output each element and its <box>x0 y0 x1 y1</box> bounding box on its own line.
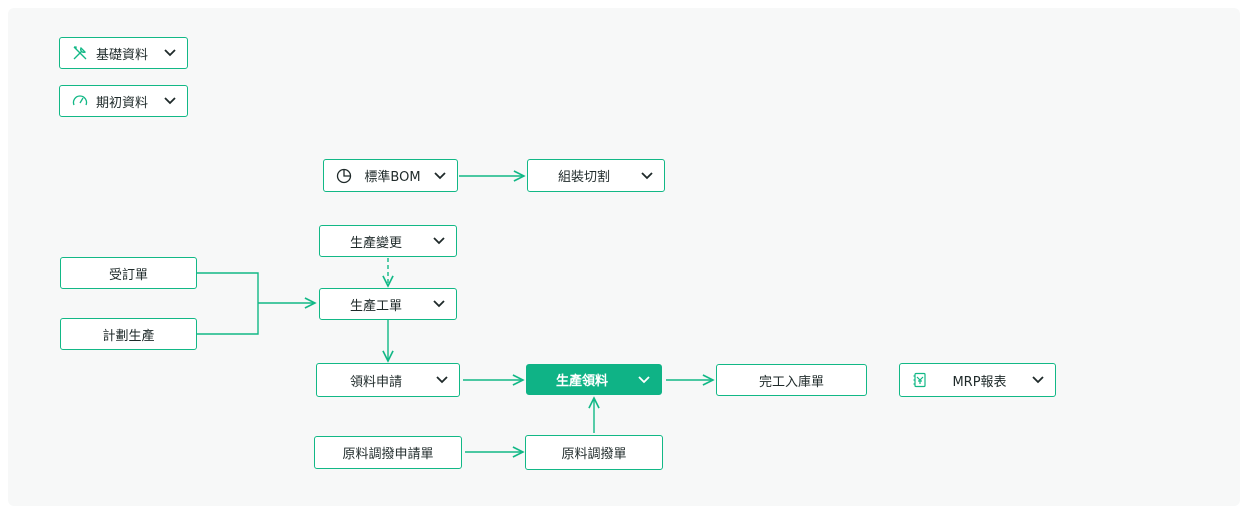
chevron-down-icon[interactable] <box>637 373 651 387</box>
chevron-down-icon[interactable] <box>163 94 177 108</box>
work-order-button[interactable]: 生產工單 <box>319 288 457 320</box>
standard-bom-label: 標準BOM <box>364 170 421 185</box>
opening-data-button[interactable]: 期初資料 <box>59 85 188 117</box>
material-transfer-label: 原料調撥單 <box>561 447 627 462</box>
production-change-label: 生產變更 <box>349 235 402 251</box>
production-change-button[interactable]: 生產變更 <box>319 225 457 257</box>
chevron-down-icon[interactable] <box>432 297 446 311</box>
basic-data-button[interactable]: 基礎資料 <box>59 37 188 69</box>
assembly-cut-button[interactable]: 組裝切割 <box>527 159 665 192</box>
flow-canvas <box>8 8 1240 506</box>
material-request-label: 領料申請 <box>349 374 402 390</box>
sales-order-label: 受訂單 <box>108 267 148 283</box>
sales-order-button[interactable]: 受訂單 <box>60 257 197 289</box>
chevron-down-icon[interactable] <box>163 46 177 60</box>
chevron-down-icon[interactable] <box>432 234 446 248</box>
planned-production-button[interactable]: 計劃生產 <box>60 318 197 350</box>
chevron-down-icon[interactable] <box>640 169 654 183</box>
material-transfer-button[interactable]: 原料調撥單 <box>525 435 663 470</box>
chevron-down-icon[interactable] <box>433 169 447 183</box>
transfer-request-button[interactable]: 原料調撥申請單 <box>314 436 462 469</box>
completion-receipt-button[interactable]: 完工入庫單 <box>716 364 867 396</box>
production-issue-button[interactable]: 生產領料 <box>526 364 662 395</box>
opening-data-label: 期初資料 <box>96 95 149 111</box>
chevron-down-icon[interactable] <box>435 373 449 387</box>
ledger-icon <box>912 372 928 388</box>
tools-icon <box>72 45 88 61</box>
material-request-button[interactable]: 領料申請 <box>316 363 460 397</box>
assembly-cut-label: 組裝切割 <box>557 170 610 185</box>
gauge-icon <box>72 93 88 109</box>
mrp-report-button[interactable]: MRP報表 <box>899 363 1056 397</box>
production-issue-label: 生產領料 <box>555 374 608 389</box>
mrp-report-label: MRP報表 <box>952 374 1007 390</box>
completion-receipt-label: 完工入庫單 <box>758 374 824 390</box>
pie-chart-icon <box>336 168 352 184</box>
work-order-label: 生產工單 <box>349 298 402 314</box>
transfer-request-label: 原料調撥申請單 <box>342 447 434 462</box>
planned-production-label: 計劃生產 <box>102 328 155 344</box>
standard-bom-button[interactable]: 標準BOM <box>323 159 458 192</box>
chevron-down-icon[interactable] <box>1031 373 1045 387</box>
connector-salesorder <box>197 272 259 335</box>
basic-data-label: 基礎資料 <box>96 47 149 63</box>
